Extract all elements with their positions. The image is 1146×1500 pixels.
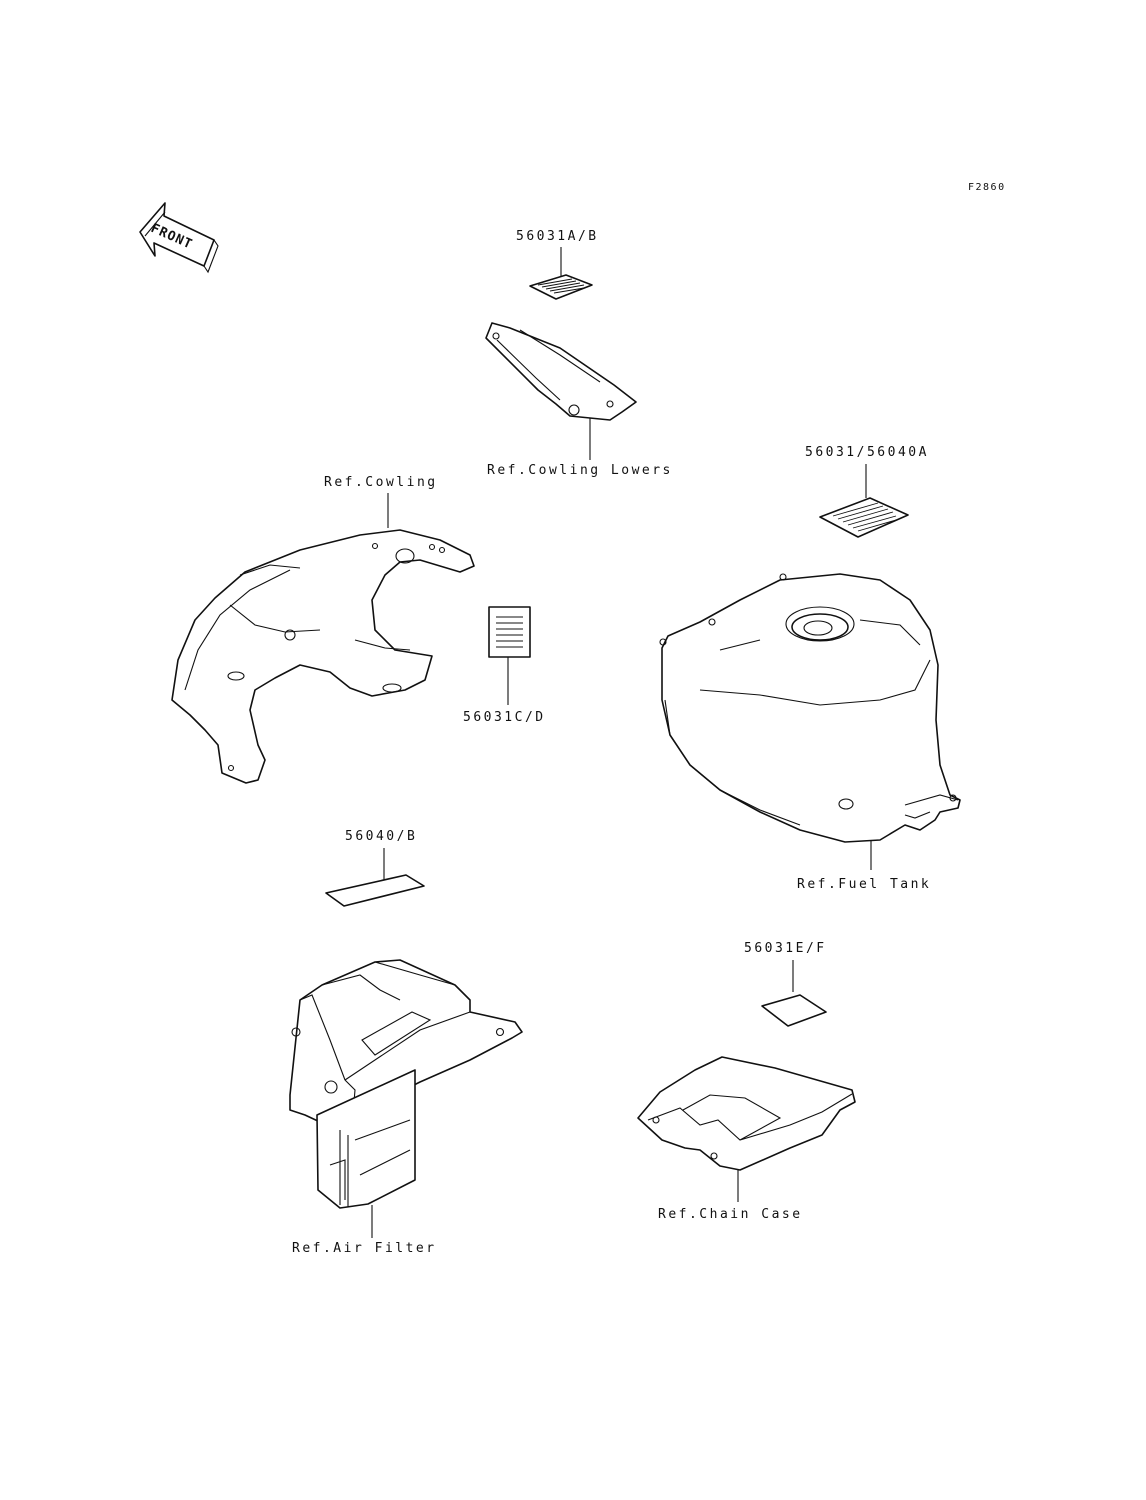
front-arrow-icon: FRONT (139, 202, 219, 274)
cowling-lower-part: Ref.Cowling Lowers (485, 322, 673, 478)
fuel-tank-part: Ref.Fuel Tank (659, 573, 961, 892)
figure-code: F2860 (968, 182, 1006, 193)
label-56031ab-text: 56031A/B (516, 229, 599, 244)
label-56031-56040a-group: 56031/56040A (805, 445, 929, 538)
label-sticker-56031ab (529, 274, 593, 300)
chain-case-part: Ref.Chain Case (637, 1056, 856, 1222)
cowling-lowers-label: Ref.Cowling Lowers (487, 463, 673, 478)
cowling-label: Ref.Cowling (324, 475, 438, 490)
label-56031ef-text: 56031E/F (744, 941, 827, 956)
label-56031ab-group: 56031A/B (516, 229, 599, 300)
air-filter-part: Ref.Air Filter (289, 959, 523, 1256)
label-sticker-56031cd (488, 606, 531, 658)
label-sticker-56040b (325, 874, 425, 907)
label-56031ef-group: 56031E/F (744, 941, 827, 1027)
label-56040b-group: 56040/B (325, 829, 425, 907)
label-sticker-56031ef (761, 994, 827, 1027)
label-56040b-text: 56040/B (345, 829, 417, 844)
cowling-part: Ref.Cowling (171, 475, 475, 784)
label-56031cd-text: 56031C/D (463, 710, 546, 725)
air-filter-label: Ref.Air Filter (292, 1241, 437, 1256)
label-56031cd-group: 56031C/D (463, 606, 546, 725)
label-sticker-56031-56040a (819, 497, 909, 538)
chain-case-label: Ref.Chain Case (658, 1207, 803, 1222)
fuel-tank-label: Ref.Fuel Tank (797, 877, 931, 892)
label-56031-56040a-text: 56031/56040A (805, 445, 929, 460)
